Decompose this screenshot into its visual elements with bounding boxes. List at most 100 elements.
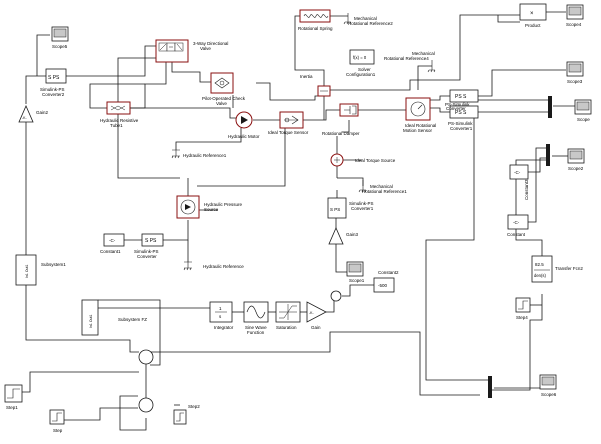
ideal-rot-motion-sensor-block[interactable] <box>405 97 431 121</box>
sps-converter1-label: Simulink-PS Converter1 <box>349 201 375 211</box>
sum-block-lower[interactable] <box>138 397 154 413</box>
gain-label: Gain <box>311 325 321 330</box>
sine-wave-label-l1: Sine Wave <box>245 325 267 330</box>
ps-simulink-label: PS-Simulink Converter <box>445 102 471 111</box>
constant3-block[interactable]: -C- <box>509 164 529 180</box>
ideal-torque-source-block[interactable] <box>330 153 344 167</box>
scope6-block[interactable] <box>539 374 557 390</box>
hydraulic-motor-block[interactable] <box>235 111 253 129</box>
sps-converter-label-l2: Converter <box>137 254 157 259</box>
gain2-symbol: -K- <box>22 116 28 120</box>
sps-converter-block[interactable]: S PS <box>141 233 164 247</box>
step1-block[interactable] <box>4 384 23 403</box>
line-sps-pressure <box>163 220 189 241</box>
mech-ref2-label: Mechanical Rotational Reference2 <box>348 16 393 26</box>
step1-label: Step1 <box>6 405 18 410</box>
step2-block[interactable] <box>173 409 187 425</box>
constant2-value: -500 <box>378 283 388 288</box>
line-sum-scope1 <box>335 258 347 273</box>
sps-converter-label-l1: Simulink-PS <box>134 249 159 254</box>
sine-wave-block[interactable] <box>243 301 269 323</box>
subsystem-fz-block[interactable]: In1 Out1 <box>81 299 99 336</box>
sum-block-upper[interactable] <box>138 349 154 365</box>
ps-simulink-converter1-symbol: PS S <box>455 110 467 116</box>
scope2-block[interactable] <box>567 148 585 164</box>
saturation-block[interactable] <box>275 301 301 323</box>
subsystem-fz-label: Subsystem FZ <box>118 317 147 322</box>
gain2-label: Gain2 <box>36 110 49 115</box>
scope1-block[interactable] <box>346 261 364 277</box>
sps-converter2-block[interactable]: S PS <box>45 68 67 84</box>
line-ps-scope3 <box>478 69 566 97</box>
rotational-damper-block[interactable] <box>339 103 359 117</box>
scope5-block[interactable] <box>51 26 69 42</box>
check-valve-block[interactable] <box>210 72 234 94</box>
hydraulic-ref-label: Hydraulic Reference <box>203 264 244 269</box>
directional-valve-label-l2: Valve <box>200 46 211 51</box>
line-sps2-valve <box>66 45 158 77</box>
scope-block[interactable] <box>574 99 592 115</box>
ps-simulink-label-l2: Converter <box>446 106 466 111</box>
gain3-block[interactable] <box>328 227 344 245</box>
solver-config-label: Solver Configuration1 <box>346 67 376 77</box>
hydraulic-ref-block <box>183 261 192 271</box>
mech-ref4-label-l1: Mechanical <box>412 51 435 56</box>
transfer-fcn2-block[interactable]: 82.5 den(s) <box>531 255 553 283</box>
line-const-mux <box>528 147 546 223</box>
constant-block[interactable]: -C- <box>507 214 529 230</box>
transfer-fcn2-label: Transfer Fcn2 <box>555 266 583 271</box>
step-label: Step <box>53 428 63 433</box>
mux-middle[interactable] <box>546 144 550 166</box>
solver-config-symbol: f(x) = 0 <box>353 55 367 60</box>
resistive-tube-label: Hydraulic Resistive Tube1 <box>100 118 140 128</box>
scope3-block[interactable] <box>566 61 584 77</box>
hydraulic-pressure-source-block[interactable] <box>176 195 200 219</box>
step2-label: Step2 <box>188 404 200 409</box>
rotational-spring-block[interactable] <box>299 9 331 23</box>
solver-config-block[interactable]: f(x) = 0 <box>349 49 375 65</box>
line-sub1-out <box>25 285 139 353</box>
mux-bottom[interactable] <box>488 376 492 398</box>
saturation-label: Saturation <box>276 325 297 330</box>
ps-simulink1-label-l1: PS-Simulink <box>448 121 473 126</box>
check-valve-label: Pilot-Operated Check Valve <box>202 96 246 106</box>
sps-converter1-block[interactable]: S PS <box>327 197 347 219</box>
mech-ref4-label: Mechanical Rotational Reference4 <box>384 51 436 61</box>
constant2-label: Constant2 <box>378 270 399 275</box>
line-rotsensor-ps <box>430 95 450 101</box>
mux-upper[interactable] <box>548 96 552 118</box>
subsystem-fz-ports: In1 Out1 <box>89 315 93 328</box>
resistive-tube-block[interactable] <box>106 101 131 115</box>
ideal-torque-sensor-block[interactable] <box>279 111 304 129</box>
constant2-block[interactable]: -500 <box>373 277 395 293</box>
line-valve-check <box>171 62 211 83</box>
inertia-block[interactable] <box>317 85 331 97</box>
line-rotsensor-ps1 <box>430 107 450 113</box>
gain2-block[interactable]: -K- <box>18 105 34 123</box>
line-const3-mux <box>528 157 546 173</box>
integrator-block[interactable]: 1 s <box>209 301 233 323</box>
directional-valve-block[interactable] <box>155 39 189 63</box>
line-gain2-to-sps2 <box>25 75 46 104</box>
constant3-value: -C- <box>514 170 521 175</box>
scope4-block[interactable] <box>566 4 584 20</box>
sps-converter2-symbol: S PS <box>48 75 60 81</box>
ps-simulink-converter1-block[interactable]: PS S <box>449 105 479 119</box>
constant1-block[interactable]: -C- <box>103 233 125 247</box>
transfer-fcn2-den: den(s) <box>534 273 546 278</box>
gain-block[interactable]: -K- <box>306 301 327 323</box>
step4-block[interactable] <box>515 297 531 313</box>
line-damper-down <box>342 120 350 133</box>
product-block[interactable]: × <box>519 3 547 21</box>
scope6-label: Scope6 <box>541 392 557 397</box>
subsystem1-block[interactable]: In1 Out1 <box>15 254 37 286</box>
line-tube-right <box>130 107 236 119</box>
sps-converter1-symbol: S PS <box>330 207 340 212</box>
line-sps2-scope5 <box>36 34 50 76</box>
integrator-den: s <box>219 314 222 319</box>
step-block[interactable] <box>49 409 65 425</box>
sum-block-right[interactable] <box>330 290 342 302</box>
ps-simulink-converter-block[interactable]: PS S <box>449 89 479 103</box>
sps-converter2-label-l2: Converter2 <box>42 92 65 97</box>
